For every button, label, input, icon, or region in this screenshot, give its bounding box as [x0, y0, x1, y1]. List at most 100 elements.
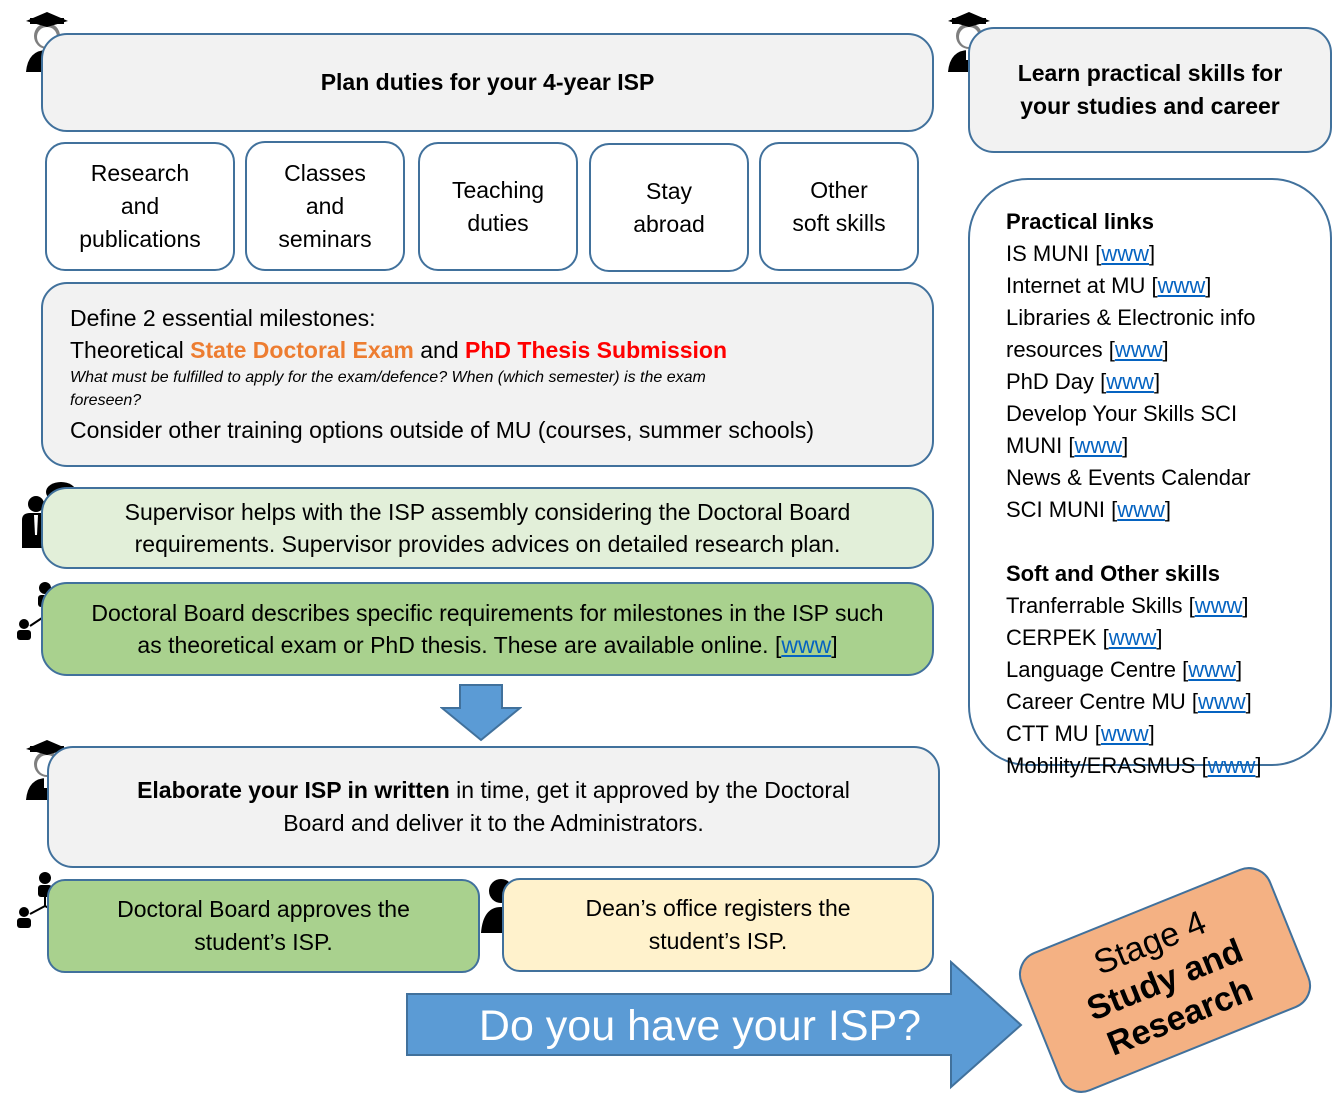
- dean-line1: Dean’s office registers the: [585, 895, 851, 921]
- elaborate-line1: Elaborate your ISP in written in time, g…: [137, 774, 850, 807]
- link-row-close: ]: [1255, 753, 1262, 778]
- link-row: Career Centre MU [www]: [1006, 686, 1330, 718]
- link-row: Tranferrable Skills [www]: [1006, 590, 1330, 622]
- link-row: Libraries & Electronic info: [1006, 302, 1330, 334]
- link-row-label: MUNI [: [1006, 433, 1075, 458]
- approves-line2: student’s ISP.: [194, 929, 333, 955]
- link-row-close: ]: [1122, 433, 1129, 458]
- elaborate-line2: Board and deliver it to the Administrato…: [283, 810, 704, 836]
- www-link[interactable]: www: [1197, 689, 1246, 714]
- link-row-label: News & Events Calendar: [1006, 465, 1251, 490]
- link-row: Develop Your Skills SCI: [1006, 398, 1330, 430]
- www-link[interactable]: www: [1106, 369, 1154, 394]
- link-row-close: ]: [1148, 721, 1155, 746]
- link-row: Internet at MU [www]: [1006, 270, 1330, 302]
- link-row-label: Internet at MU [: [1006, 273, 1158, 298]
- duty-line: soft skills: [792, 209, 886, 236]
- www-link[interactable]: www: [1188, 657, 1236, 682]
- link-row: MUNI [www]: [1006, 430, 1330, 462]
- milestones-italic-line2: foreseen?: [70, 391, 142, 409]
- link-row-label: CTT MU [: [1006, 721, 1101, 746]
- link-row: IS MUNI [www]: [1006, 238, 1330, 270]
- link-row-close: ]: [1242, 593, 1249, 618]
- learn-skills-title-line1: Learn practical skills for: [1017, 60, 1283, 86]
- elaborate-bold: Elaborate your ISP in written: [137, 777, 450, 803]
- link-row-close: ]: [1153, 369, 1161, 394]
- www-link[interactable]: www: [1117, 497, 1165, 522]
- link-row-label: CERPEK [: [1006, 625, 1109, 650]
- duty-line: Stay: [645, 177, 693, 204]
- link-row-label: Develop Your Skills SCI: [1006, 401, 1238, 426]
- www-link[interactable]: www: [1157, 273, 1206, 298]
- learn-skills-box: Learn practical skills for your studies …: [968, 27, 1332, 153]
- milestones-prefix: Theoretical: [70, 336, 184, 363]
- link-row: CTT MU [www]: [1006, 718, 1330, 750]
- learn-skills-title-line2: your studies and career: [1020, 93, 1280, 119]
- www-link[interactable]: www: [1207, 753, 1256, 778]
- duty-line: Classes: [284, 159, 366, 186]
- www-link[interactable]: www: [1101, 241, 1150, 266]
- www-link[interactable]: www: [1100, 721, 1149, 746]
- board-line2: as theoretical exam or PhD thesis. These…: [137, 629, 837, 661]
- dean-line2: student’s ISP.: [648, 928, 788, 954]
- links-panel: Practical links IS MUNI [www]Internet at…: [968, 178, 1332, 778]
- duty-line: and: [305, 192, 345, 219]
- have-isp-arrow: [406, 960, 1023, 1090]
- practical-links-list: IS MUNI [www]Internet at MU [www]Librari…: [1006, 238, 1330, 526]
- link-row-label: Language Centre [: [1006, 657, 1189, 682]
- approves-line1: Doctoral Board approves the: [117, 896, 410, 922]
- link-row-label: IS MUNI [: [1006, 241, 1102, 266]
- duty-line: Research: [90, 160, 190, 186]
- duty-box-research: Research and publications: [45, 142, 235, 271]
- link-row: PhD Day [www]: [1006, 366, 1330, 398]
- duty-box-abroad: Stay abroad: [589, 143, 749, 272]
- board-approves-box: Doctoral Board approves the student’s IS…: [47, 879, 480, 973]
- link-row: News & Events Calendar: [1006, 462, 1330, 494]
- milestones-line: Theoretical State Doctoral Exam and PhD …: [70, 334, 727, 366]
- milestones-box: Define 2 essential milestones: Theoretic…: [41, 282, 934, 467]
- duty-line: Other: [810, 176, 868, 203]
- dean-registers-box: Dean’s office registers the student’s IS…: [502, 878, 934, 972]
- link-row-label: PhD Day [: [1006, 369, 1107, 394]
- www-link[interactable]: www: [1074, 433, 1123, 458]
- link-row-close: ]: [1149, 241, 1156, 266]
- duty-line: and: [120, 193, 160, 219]
- link-row-close: ]: [1162, 337, 1169, 362]
- www-link[interactable]: www: [1114, 337, 1163, 362]
- duty-line: publications: [79, 226, 201, 252]
- milestones-and: and: [420, 336, 459, 363]
- link-row: Mobility/ERASMUS [www]: [1006, 750, 1330, 782]
- link-row: resources [www]: [1006, 334, 1330, 366]
- supervisor-line1: Supervisor helps with the ISP assembly c…: [124, 499, 851, 525]
- milestones-italic-line1: What must be fulfilled to apply for the …: [70, 368, 706, 386]
- board-line2-text: as theoretical exam or PhD thesis. These…: [137, 632, 782, 658]
- board-line2-close: ]: [831, 632, 838, 658]
- duty-line: seminars: [278, 225, 372, 252]
- link-row-close: ]: [1235, 657, 1243, 682]
- link-row-label: Libraries & Electronic info: [1006, 305, 1256, 330]
- link-row-label: Career Centre MU [: [1006, 689, 1198, 714]
- down-arrow: [440, 684, 522, 742]
- www-link[interactable]: www: [1194, 593, 1243, 618]
- link-row-label: resources [: [1006, 337, 1115, 362]
- plan-duties-title: Plan duties for your 4-year ISP: [320, 69, 655, 95]
- duty-box-teaching: Teaching duties: [418, 142, 578, 271]
- link-row: Language Centre [www]: [1006, 654, 1330, 686]
- duty-line: Teaching: [451, 176, 545, 203]
- board-www-link[interactable]: www: [781, 632, 832, 658]
- stage-4-box: Stage 4 Study and Research: [1011, 859, 1319, 1100]
- link-row-label: Tranferrable Skills [: [1006, 593, 1195, 618]
- have-isp-question: Do you have your ISP?: [478, 1002, 922, 1050]
- plan-duties-box: Plan duties for your 4-year ISP: [41, 33, 934, 132]
- elaborate-rest: in time, get it approved by the Doctoral: [449, 777, 850, 803]
- supervisor-box: Supervisor helps with the ISP assembly c…: [41, 487, 934, 569]
- milestones-training: Consider other training options outside …: [70, 416, 814, 443]
- link-row-close: ]: [1164, 497, 1172, 522]
- soft-skills-list: Tranferrable Skills [www]CERPEK [www]Lan…: [1006, 590, 1330, 782]
- supervisor-line2: requirements. Supervisor provides advice…: [134, 531, 841, 557]
- milestones-intro: Define 2 essential milestones:: [70, 304, 376, 331]
- link-row: SCI MUNI [www]: [1006, 494, 1330, 526]
- www-link[interactable]: www: [1108, 625, 1157, 650]
- link-row-label: SCI MUNI [: [1006, 497, 1118, 522]
- duty-line: abroad: [633, 210, 705, 237]
